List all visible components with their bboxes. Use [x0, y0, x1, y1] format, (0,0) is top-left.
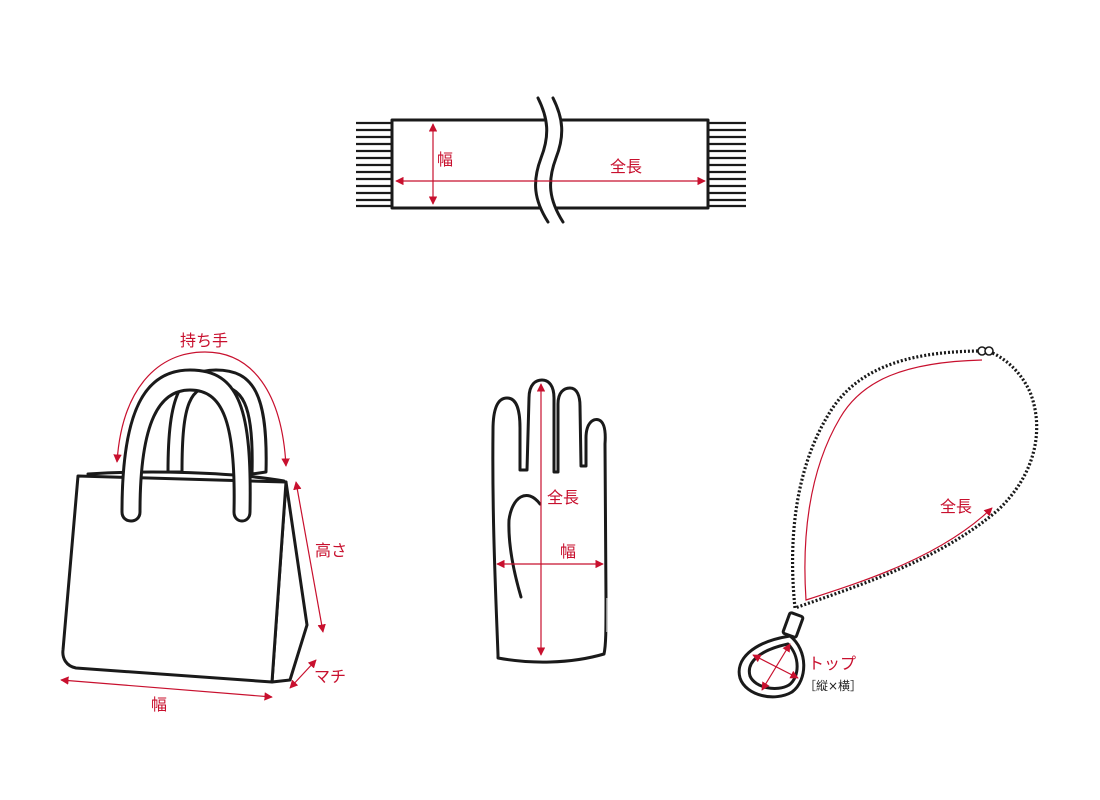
- scarf-width-label: 幅: [437, 150, 453, 169]
- bag-inner-edge: [86, 470, 286, 483]
- scarf-break-gap: [535, 98, 563, 222]
- necklace-pendant-bail: [781, 611, 805, 639]
- glove-length-label: 全長: [547, 488, 579, 507]
- bag-handle-label: 持ち手: [180, 331, 228, 350]
- scarf-break-line-left: [534, 96, 550, 224]
- scarf-break-line-right: [549, 96, 565, 224]
- bag-handle-arrow: [113, 351, 290, 467]
- scarf-fringe-right: [708, 121, 746, 208]
- necklace-top-sub-label: ［縦×横］: [804, 679, 862, 693]
- glove-thumb-line: [507, 494, 542, 599]
- bag-width-arrow: [60, 676, 273, 701]
- bag-height-label: 高さ: [315, 541, 347, 560]
- necklace-length-line: [804, 359, 993, 601]
- scarf-length-label: 全長: [610, 157, 642, 176]
- necklace-figure: 全長 トップ ［縦×横］: [737, 346, 1039, 699]
- necklace-length-label: 全長: [940, 497, 972, 516]
- bag-front-panel: [61, 474, 288, 684]
- glove-outline: [491, 378, 608, 664]
- scarf-figure: 幅 全長: [356, 96, 746, 224]
- glove-width-label: 幅: [560, 542, 576, 561]
- bag-figure: 持ち手 高さ マチ 幅: [60, 331, 347, 714]
- glove-figure: 全長 幅: [491, 378, 608, 664]
- bag-gusset-arrow: [289, 659, 317, 689]
- bag-gusset-label: マチ: [314, 667, 346, 686]
- necklace-chain: [790, 349, 1039, 611]
- scarf-fringe-left: [356, 121, 392, 208]
- bag-height-arrow: [293, 481, 326, 633]
- necklace-top-arrow-b: [752, 654, 799, 679]
- necklace-clasp-ring-2: [984, 346, 994, 356]
- bag-width-label: 幅: [151, 695, 167, 714]
- necklace-top-label: トップ: [808, 654, 856, 673]
